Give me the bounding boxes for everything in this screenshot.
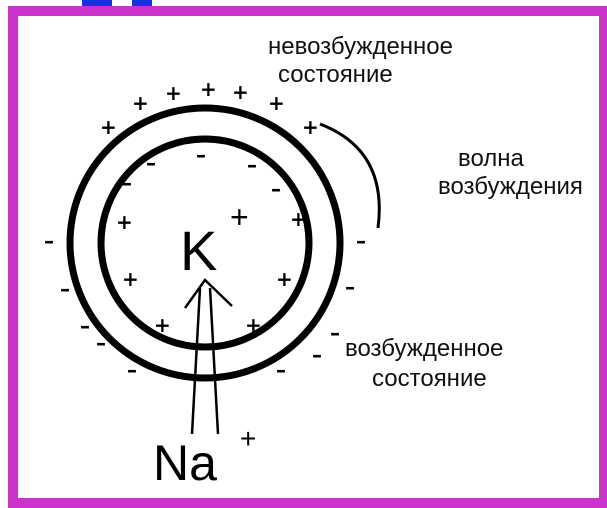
charge-minus: –: [330, 321, 340, 345]
charge-plus: +: [232, 80, 249, 104]
na-ion-charge: +: [240, 423, 256, 454]
excitation-wave-label-line2: возбуждения: [438, 173, 583, 200]
charge-plus: +: [276, 267, 293, 291]
charge-plus: +: [268, 91, 285, 115]
k-ion-label: K: [180, 219, 217, 282]
charge-plus: +: [200, 77, 217, 101]
na-ion-label: Na: [153, 435, 217, 491]
na-arrow-left-shaft: [192, 288, 200, 434]
na-arrow-right-shaft: [210, 288, 218, 434]
excitation-wave-arc: [320, 124, 379, 228]
charge-plus: +: [245, 313, 262, 337]
charge-minus: –: [60, 277, 70, 301]
charge-minus: –: [146, 151, 156, 175]
charge-minus: –: [96, 331, 106, 355]
charge-plus: +: [302, 115, 319, 139]
charge-plus: +: [122, 267, 139, 291]
charge-plus: +: [154, 313, 171, 337]
charge-plus: +: [165, 81, 182, 105]
k-ion-charge: +: [230, 199, 249, 235]
charge-minus: –: [276, 358, 286, 382]
charge-minus: –: [122, 171, 132, 195]
excited-state-label-line1: возбужденное: [345, 335, 503, 362]
excitation-wave-label-line1: волна: [458, 145, 525, 172]
charge-minus: –: [196, 143, 206, 167]
charge-plus: +: [116, 210, 133, 234]
charge-minus: –: [44, 229, 54, 253]
charge-plus: +: [100, 115, 117, 139]
charge-minus: –: [247, 153, 257, 177]
charge-minus: –: [345, 275, 355, 299]
charge-minus: –: [312, 343, 322, 367]
charge-minus: –: [271, 177, 281, 201]
excited-state-label-line2: состояние: [372, 365, 487, 392]
charge-plus: +: [290, 207, 307, 231]
resting-state-label-line2: состояние: [278, 61, 393, 88]
charge-minus: –: [80, 314, 90, 338]
charge-minus: –: [127, 358, 137, 382]
na-arrowhead: [185, 280, 232, 308]
charge-minus: –: [356, 229, 366, 253]
charge-plus: +: [132, 91, 149, 115]
resting-state-label-line1: невозбужденное: [268, 33, 453, 60]
